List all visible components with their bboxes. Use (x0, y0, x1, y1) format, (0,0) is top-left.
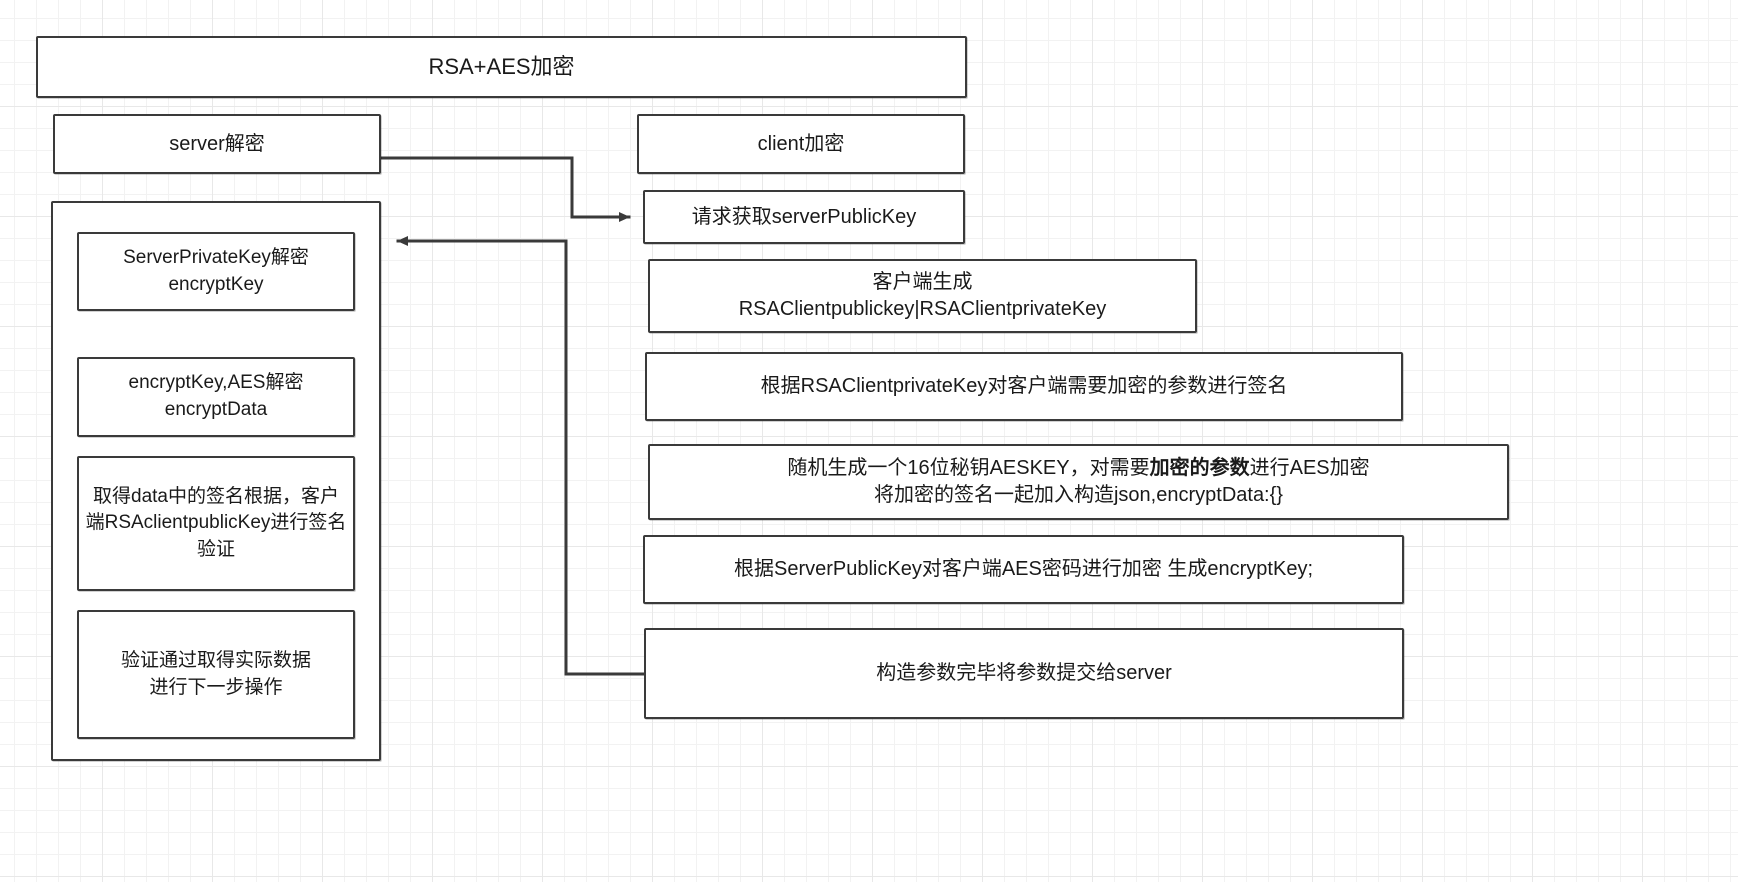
client-step-5: 根据ServerPublicKey对客户端AES密码进行加密 生成encrypt… (643, 535, 1404, 604)
client-step-4: 随机生成一个16位秘钥AESKEY，对需要加密的参数进行AES加密将加密的签名一… (648, 444, 1509, 520)
server-step-4: 验证通过取得实际数据 进行下一步操作 (77, 610, 355, 739)
column-header-server: server解密 (53, 114, 381, 174)
server-step-3-label: 取得data中的签名根据，客户端RSAclientpublicKey进行签名验证 (85, 485, 347, 560)
server-step-2: encryptKey,AES解密 encryptData (77, 357, 355, 437)
server-step-1: ServerPrivateKey解密 encryptKey (77, 232, 355, 311)
client-step-2-label: 客户端生成 RSAClientpublickey|RSAClientprivat… (738, 271, 1107, 320)
client-step-2: 客户端生成 RSAClientpublickey|RSAClientprivat… (648, 259, 1197, 333)
client-step-4-prefix: 随机生成一个16位秘钥AESKEY，对需要 (787, 457, 1150, 479)
client-step-6: 构造参数完毕将参数提交给server (644, 628, 1404, 719)
client-step-1-label: 请求获取serverPublicKey (691, 205, 917, 228)
column-header-client-label: client加密 (757, 132, 845, 155)
diagram-title-box: RSA+AES加密 (36, 36, 967, 98)
connector-submit-to-decrypt (396, 236, 646, 676)
client-step-4-suffix: 进行AES加密 (1249, 457, 1370, 479)
client-step-3: 根据RSAClientprivateKey对客户端需要加密的参数进行签名 (645, 352, 1403, 421)
column-header-server-label: server解密 (169, 132, 265, 155)
client-step-3-label: 根据RSAClientprivateKey对客户端需要加密的参数进行签名 (760, 375, 1288, 397)
client-step-4-bold: 加密的参数 (1149, 457, 1250, 479)
server-step-1-label: ServerPrivateKey解密 encryptKey (123, 246, 309, 295)
server-step-4-label: 验证通过取得实际数据 进行下一步操作 (120, 649, 311, 698)
server-steps-container: ServerPrivateKey解密 encryptKey encryptKey… (51, 201, 381, 761)
diagram-title: RSA+AES加密 (428, 54, 575, 80)
server-step-2-label: encryptKey,AES解密 encryptData (128, 372, 304, 420)
client-step-4-line2: 将加密的签名一起加入构造json,encryptData:{} (873, 484, 1283, 506)
column-header-client: client加密 (637, 114, 965, 174)
client-step-6-label: 构造参数完毕将参数提交给server (876, 662, 1172, 684)
connector-server-to-request (379, 156, 631, 222)
client-step-4-label: 随机生成一个16位秘钥AESKEY，对需要加密的参数进行AES加密将加密的签名一… (779, 455, 1377, 509)
client-step-5-label: 根据ServerPublicKey对客户端AES密码进行加密 生成encrypt… (733, 558, 1314, 580)
server-step-3: 取得data中的签名根据，客户端RSAclientpublicKey进行签名验证 (77, 456, 355, 591)
client-step-1: 请求获取serverPublicKey (643, 190, 965, 244)
